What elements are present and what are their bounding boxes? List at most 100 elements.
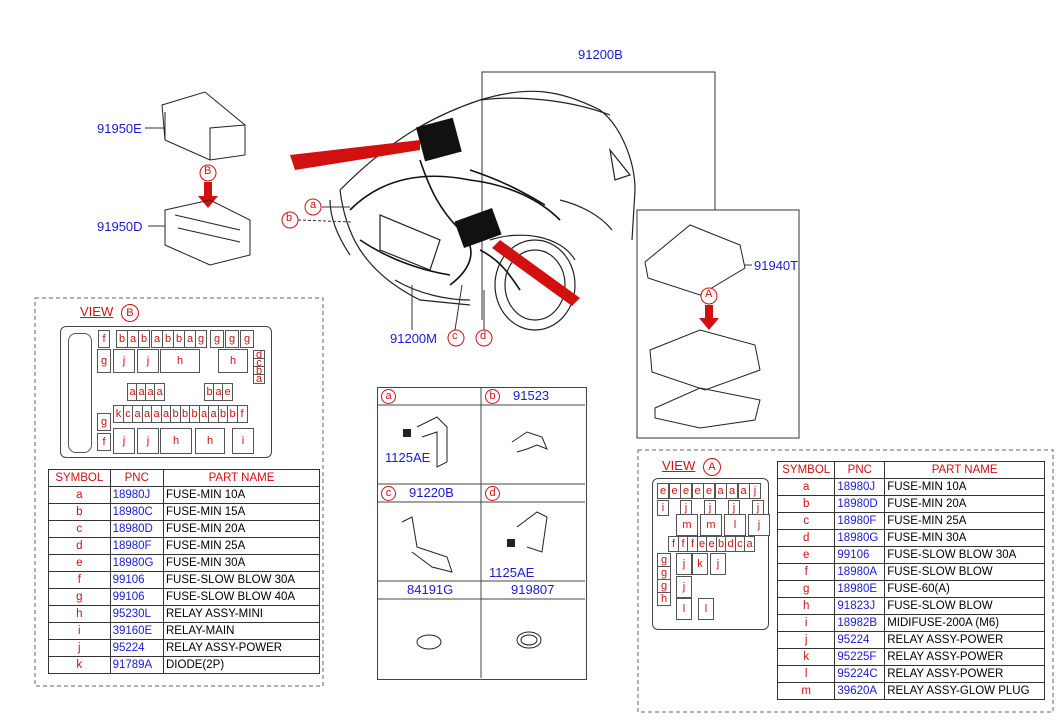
view_a-cell: b [776,495,836,513]
parts-grid [377,387,587,680]
view_b-cell: 95230L [109,605,165,623]
label-91950D: 91950D [97,219,143,234]
view_a-cell: MIDIFUSE-200A (M6) [884,614,1045,632]
view_a-cell: 91823J [834,597,886,615]
view_b-cell: FUSE-MIN 10A [163,486,320,504]
view_b-cell: RELAY ASSY-MINI [163,605,320,623]
marker-A-circle [700,287,718,305]
fuse-box-cover-91940T [644,224,746,296]
view-b-relay2-1: f [97,433,111,451]
view-a-relay-0: j [676,553,692,575]
view-a-fuse-top-7: a [737,483,750,499]
view-a-left-col-1: g [657,566,671,580]
view_a-cell: FUSE-MIN 25A [884,512,1045,530]
parts-cell-symbol: d [485,486,500,501]
fuse-panel-b-slot [68,333,92,453]
marker-B-circle [199,164,217,182]
view_a-cell: 18982B [834,614,886,632]
view-b-relay1-0: g [97,349,111,373]
view_a-cell: k [776,648,836,666]
label-91940T: 91940T [754,258,799,273]
view-b-relay1-3: h [160,349,200,373]
view-b-relay2-5: h [195,428,225,454]
view-a-fuse-row3-2: l [724,514,746,536]
parts-cell-pnc: 84191G [407,582,454,597]
view_a-cell: RELAY ASSY-POWER [884,665,1045,683]
view_b-cell: d [48,537,111,555]
view_b-cell: c [48,520,111,538]
view-a-relay2-1: l [676,598,692,620]
view_b-cell: i [48,622,111,640]
marker-b-circle [281,211,299,229]
view_a-cell: c [776,512,836,530]
view-b-title: VIEW B [80,304,139,322]
view-b-frame [34,297,324,687]
marker-a-circle [304,198,322,216]
view_a-cell: l [776,665,836,683]
leader-b [297,219,353,223]
view-b-relay2-0: g [97,413,111,431]
view-b-title-text: VIEW [80,304,114,319]
view_b-cell: 39160E [109,622,165,640]
view_a-cell: FUSE-MIN 20A [884,495,1045,513]
view-b-fuse-top-10: g [225,330,239,348]
view_b-cell: 18980J [109,486,165,504]
view-a-relay2-2: l [698,598,714,620]
view_a-header-1: PNC [834,461,886,479]
view_a-cell: g [776,580,836,598]
view-b-letter: B [120,304,139,322]
view_a-cell: f [776,563,836,581]
view_b-cell: e [48,554,111,572]
fuse-box-91950D [164,199,251,266]
view_b-cell: FUSE-MIN 20A [163,520,320,538]
view-a-title-text: VIEW [662,458,696,473]
view-a-fuse-row3-3: j [748,514,770,536]
view-b-fuse-mid-6: e [222,383,233,401]
view_a-header-2: PART NAME [884,461,1045,479]
view_b-cell: RELAY ASSY-POWER [163,639,320,657]
view-a-left-col-3: h [657,592,671,606]
fuse-panel-a [652,478,769,630]
view-a-fuse-row3-1: m [700,514,722,536]
view-b-fuse-top-11: g [240,330,254,348]
marker-b: b [286,212,293,224]
view-b-relay2-3: j [137,428,159,454]
parts-cell-symbol: c [381,486,396,501]
fuse-box-engine [415,117,462,162]
fuse-panel-b [60,326,272,458]
view-a-fuse-row4-8: a [744,536,755,552]
marker-d-circle [475,329,493,347]
view-b-relay2-2: j [113,428,135,454]
view-a-relay2-0: j [676,576,692,598]
view_b-cell: DIODE(2P) [163,656,320,674]
arrow-B-down [198,182,218,208]
view-a-relay-1: k [692,553,708,575]
view-b-relay2-4: h [160,428,192,454]
parts-cell-symbol: a [381,389,396,404]
view-a-fuse-top-1: e [668,483,681,499]
view_a-header-0: SYMBOL [776,461,836,479]
parts-cell-sub: 1125AE [385,450,431,465]
view_a-cell: 18980J [834,478,886,496]
parts-cell-pnc: 91220B [409,485,454,500]
view-b-relay1-1: j [113,349,135,373]
view-a-fuse-top-4: e [703,483,715,499]
view-a-frame [637,449,1054,713]
view-b-fuse-top-9: g [210,330,224,348]
view_b-cell: 99106 [109,571,165,589]
view_a-cell: FUSE-SLOW BLOW [884,563,1045,581]
view_a-cell: d [776,529,836,547]
detail-box-91940T [636,209,800,439]
view_a-cell: i [776,614,836,632]
fuse-box-cover-91950E [161,91,246,161]
